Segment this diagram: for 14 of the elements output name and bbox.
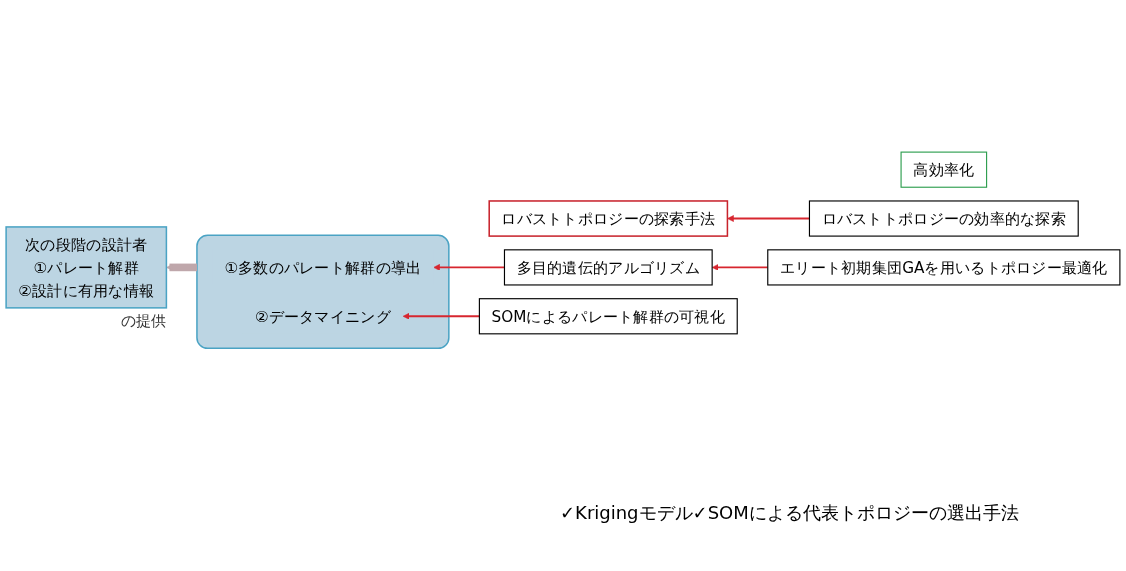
node-box: エリート初期集団GAを用いるトポロジー最適化 xyxy=(767,249,1121,286)
note-text: ✓Krigingモデル xyxy=(560,501,693,525)
note-text: ✓SOMによる代表トポロジーの選出手法 xyxy=(692,501,1019,525)
node-box: SOMによるパレート解群の可視化 xyxy=(478,297,738,335)
cluster xyxy=(196,234,450,349)
node-box: 多目的遺伝的アルゴリズム xyxy=(503,249,713,286)
node-text: ②データマイニング xyxy=(254,306,391,326)
node-text: ①多数のパレート解群の導出 xyxy=(224,258,422,277)
node-box: 次の段階の設計者 ①パレート解群 ②設計に有用な情報 xyxy=(5,225,168,309)
caption-text: の提供 xyxy=(121,311,167,330)
node-box: 高効率化 xyxy=(900,151,988,188)
node-box: ロバストトポロジーの効率的な探索 xyxy=(808,200,1079,237)
node-box: ロバストトポロジーの探索手法 xyxy=(488,200,729,237)
arrow xyxy=(166,263,197,271)
